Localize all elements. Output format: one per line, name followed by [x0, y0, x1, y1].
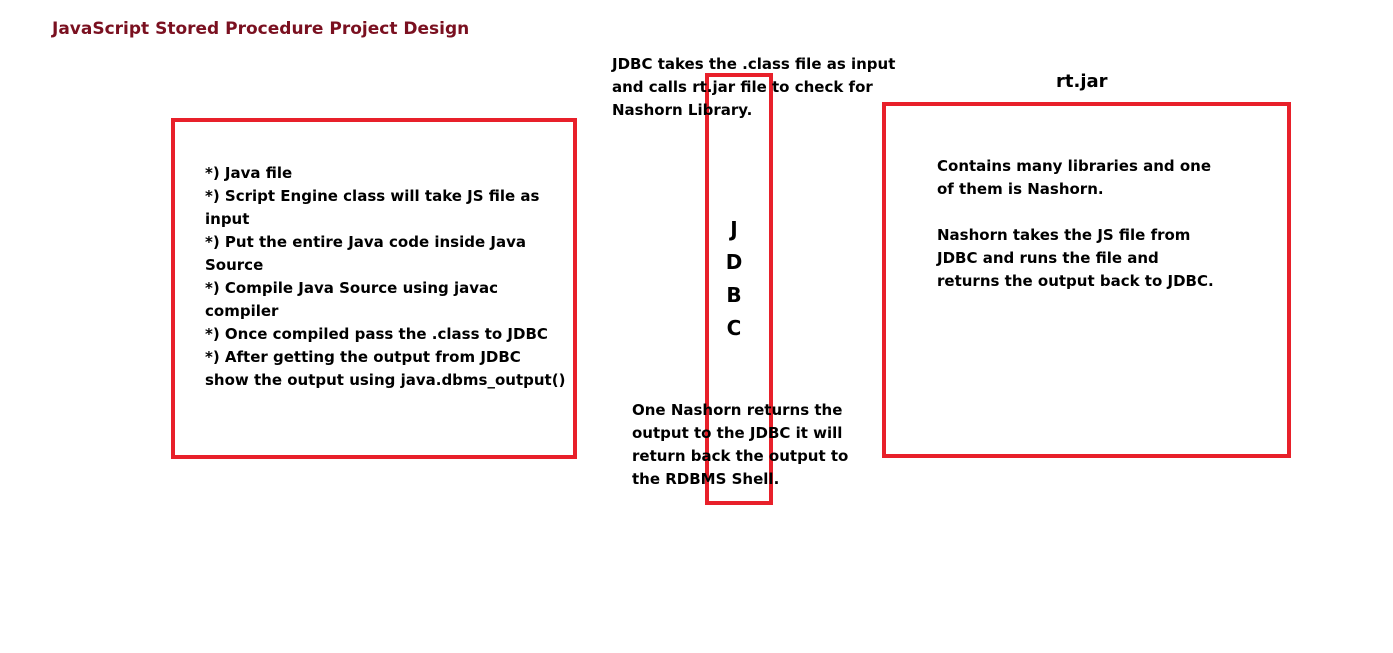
java-box: [171, 118, 577, 459]
rtjar-line: returns the output back to JDBC.: [937, 272, 1214, 290]
jdbc-top-line: Nashorn Library.: [612, 101, 753, 119]
jdbc-letter: J: [730, 217, 738, 241]
java-line: *) Compile Java Source using javac: [205, 279, 499, 297]
rtjar-line: Nashorn takes the JS file from: [937, 226, 1191, 244]
java-line: *) Script Engine class will take JS file…: [205, 187, 540, 205]
rtjar-line: of them is Nashorn.: [937, 180, 1104, 198]
jdbc-vertical-label: J D B C: [722, 213, 746, 345]
rtjar-line: Contains many libraries and one: [937, 157, 1212, 175]
jdbc-top-line: and calls rt.jar file to check for: [612, 78, 873, 96]
jdbc-box: [705, 73, 773, 505]
java-line: show the output using java.dbms_output(): [205, 371, 566, 389]
java-line: *) Once compiled pass the .class to JDBC: [205, 325, 548, 343]
rtjar-box: [882, 102, 1291, 458]
jdbc-bottom-note: One Nashorn returns the output to the JD…: [632, 399, 848, 491]
rtjar-label: rt.jar: [1056, 71, 1108, 92]
jdbc-letter: D: [725, 250, 743, 274]
java-line: compiler: [205, 302, 279, 320]
jdbc-bottom-line: One Nashorn returns the: [632, 401, 843, 419]
rtjar-box-text: Contains many libraries and one of them …: [937, 155, 1214, 293]
paragraph-spacer: [937, 201, 1214, 224]
java-line: Source: [205, 256, 264, 274]
jdbc-letter: B: [726, 283, 742, 307]
jdbc-letter: C: [726, 316, 742, 340]
java-line: input: [205, 210, 250, 228]
diagram-title: JavaScript Stored Procedure Project Desi…: [52, 19, 470, 39]
jdbc-top-note: JDBC takes the .class file as input and …: [612, 53, 895, 122]
jdbc-bottom-line: output to the JDBC it will: [632, 424, 843, 442]
java-line: *) Java file: [205, 164, 293, 182]
jdbc-top-line: JDBC takes the .class file as input: [612, 55, 896, 73]
java-box-text: *) Java file *) Script Engine class will…: [205, 162, 565, 392]
java-line: *) Put the entire Java code inside Java: [205, 233, 526, 251]
jdbc-bottom-line: return back the output to: [632, 447, 849, 465]
rtjar-line: JDBC and runs the file and: [937, 249, 1159, 267]
java-line: *) After getting the output from JDBC: [205, 348, 521, 366]
jdbc-bottom-line: the RDBMS Shell.: [632, 470, 780, 488]
